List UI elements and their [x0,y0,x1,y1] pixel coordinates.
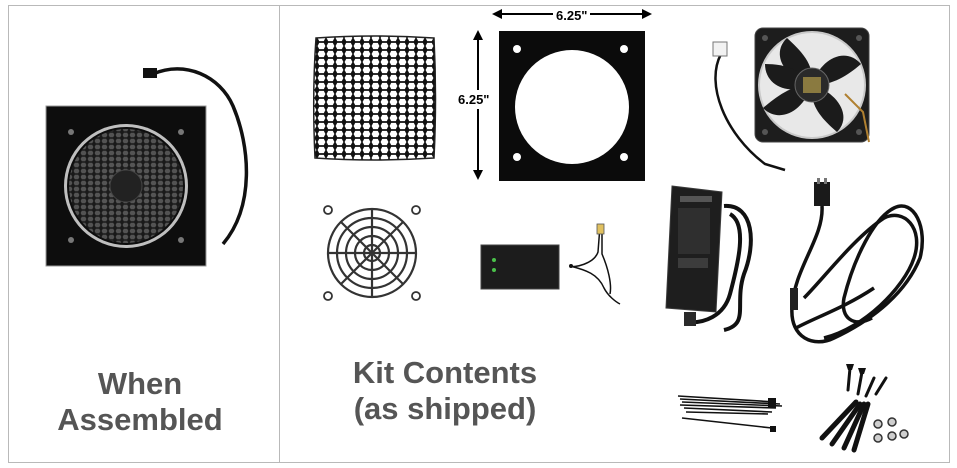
fan-grill-icon [323,205,421,301]
kit-contents-caption-line-1: Kit Contents [352,355,538,390]
height-dimension-label: 6.25" [458,90,490,109]
honeycomb-filter-icon [312,35,437,161]
power-supply-icon [665,185,753,332]
cooling-fan-icon [712,27,870,172]
kit-contents-caption: Kit Contents (as shipped) [320,355,570,427]
screws-nuts-icon [819,364,909,453]
cable-ties-icon [677,395,783,432]
assembled-caption-line-1: When [97,366,183,401]
mounting-plate-icon [499,31,645,181]
controller-box-icon [480,244,560,290]
power-cord-icon [790,178,925,344]
assembled-caption: When Assembled [40,366,240,438]
assembled-fan-plate-icon [45,67,249,267]
width-dimension-label: 6.25" [553,8,591,23]
kit-contents-caption-line-2: (as shipped) [353,391,537,426]
temperature-sensor-icon [569,223,621,305]
assembled-caption-line-2: Assembled [57,402,223,437]
